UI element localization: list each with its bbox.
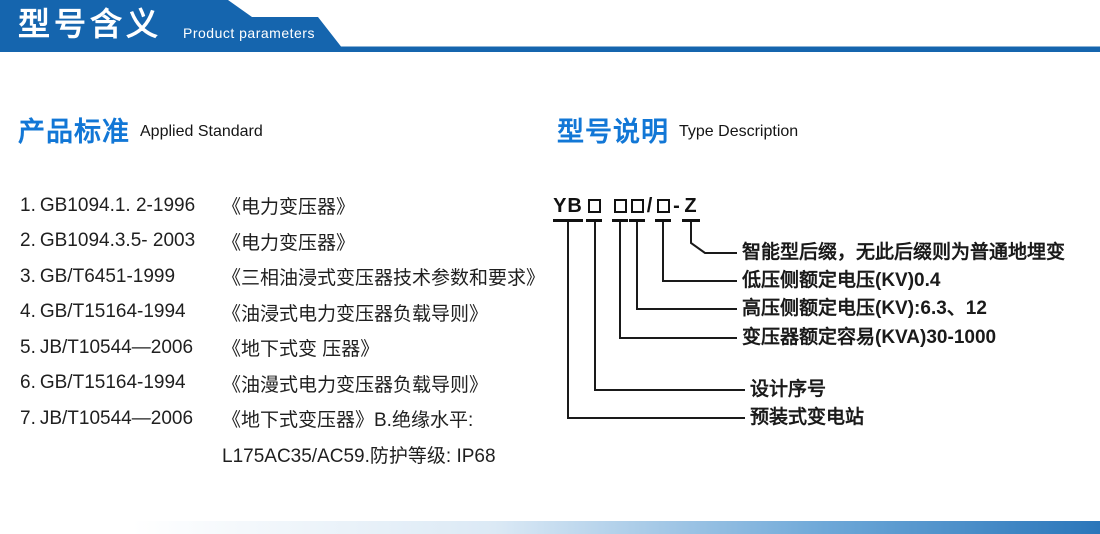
- label-smart-suffix: 智能型后缀，无此后缀则为普通地埋变: [742, 242, 1066, 263]
- banner-shape: [0, 0, 1100, 52]
- standard-code: JB/T10544—2006: [39, 407, 194, 429]
- item-number: 5.: [20, 336, 36, 358]
- box-icon: [630, 199, 644, 213]
- footer-gradient-bar: [0, 521, 1100, 534]
- standard-item: 1.GB1094.1. 2-1996 《电力变压器》: [20, 188, 550, 224]
- standard-desc: 《地下式变压器》B.绝缘水平:: [222, 410, 474, 432]
- diagram-connector-lines: [567, 221, 745, 419]
- standard-item: 6.GB/T15164-1994 《油漫式电力变压器负载导则》: [20, 366, 550, 402]
- box-icon: [587, 199, 601, 213]
- type-heading-en: Type Description: [679, 123, 799, 140]
- label-rated-capacity: 变压器额定容易(KVA)30-1000: [742, 327, 997, 348]
- standard-item-continuation: L175AC35/AC59.防护等级: IP68: [20, 437, 550, 473]
- code-suffix: Z: [682, 193, 700, 222]
- standard-item: 7.JB/T10544—2006 《地下式变压器》B.绝缘水平:: [20, 401, 550, 437]
- standards-heading-en: Applied Standard: [140, 123, 263, 140]
- item-number: 2.: [20, 230, 36, 252]
- item-number: 6.: [20, 372, 36, 394]
- standard-item: 3.GB/T6451-1999 《三相油浸式变压器技术参数和要求》: [20, 259, 550, 295]
- standard-desc: 《电力变压器》: [222, 232, 356, 254]
- label-prefab-substation: 预装式变电站: [750, 407, 865, 428]
- standard-desc: 《油漫式电力变压器负载导则》: [222, 374, 489, 396]
- standard-item: 5.JB/T10544—2006 《地下式变 压器》: [20, 330, 550, 366]
- label-hv-voltage: 高压侧额定电压(KV):6.3、12: [742, 298, 987, 319]
- model-code-diagram: YB / - Z 智能型后缀，无此后缀则为普通地埋变 低压侧额定电压(KV)0.…: [550, 185, 1100, 445]
- standard-desc: 《三相油浸式变压器技术参数和要求》: [222, 268, 546, 290]
- standards-list: 1.GB1094.1. 2-1996 《电力变压器》 2.GB1094.3.5-…: [20, 188, 550, 472]
- standard-code: GB1094.1. 2-1996: [39, 194, 196, 216]
- page-subtitle: Product parameters: [183, 25, 315, 41]
- item-number: 4.: [20, 301, 36, 323]
- standard-desc-line2: L175AC35/AC59.防护等级: IP68: [222, 445, 496, 467]
- label-design-serial: 设计序号: [750, 379, 827, 400]
- page-title: 型号含义: [18, 6, 163, 42]
- standard-code: GB/T15164-1994: [39, 301, 186, 323]
- item-number: 7.: [20, 407, 36, 429]
- type-heading: 型号说明 Type Description: [557, 110, 798, 149]
- placeholder-box-capacity: [612, 193, 628, 222]
- placeholder-box-lv: [655, 193, 671, 222]
- standards-heading: 产品标准 Applied Standard: [18, 110, 263, 149]
- standard-desc: 《油浸式电力变压器负载导则》: [222, 303, 489, 325]
- placeholder-box-hv: [629, 193, 645, 222]
- code-prefix: YB: [553, 193, 583, 222]
- standards-heading-zh: 产品标准: [18, 117, 130, 147]
- standard-desc: 《电力变压器》: [222, 197, 356, 219]
- standard-item: 4.GB/T15164-1994 《油浸式电力变压器负载导则》: [20, 295, 550, 331]
- item-number: 1.: [20, 194, 36, 216]
- header-banner: 型号含义 Product parameters: [0, 0, 1100, 52]
- standard-code: GB/T6451-1999: [39, 265, 176, 287]
- box-icon: [613, 199, 627, 213]
- type-heading-zh: 型号说明: [557, 117, 669, 147]
- standard-code: JB/T10544—2006: [39, 336, 194, 358]
- standard-code: GB/T15164-1994: [39, 372, 186, 394]
- code-dash: -: [673, 195, 681, 217]
- box-icon: [656, 199, 670, 213]
- code-slash: /: [646, 195, 654, 217]
- standard-item: 2.GB1094.3.5- 2003 《电力变压器》: [20, 224, 550, 260]
- label-lv-voltage: 低压侧额定电压(KV)0.4: [742, 270, 941, 291]
- item-number: 3.: [20, 265, 36, 287]
- standard-code: GB1094.3.5- 2003: [39, 230, 196, 252]
- placeholder-box-design-serial: [586, 193, 602, 222]
- standard-desc: 《地下式变 压器》: [222, 339, 380, 361]
